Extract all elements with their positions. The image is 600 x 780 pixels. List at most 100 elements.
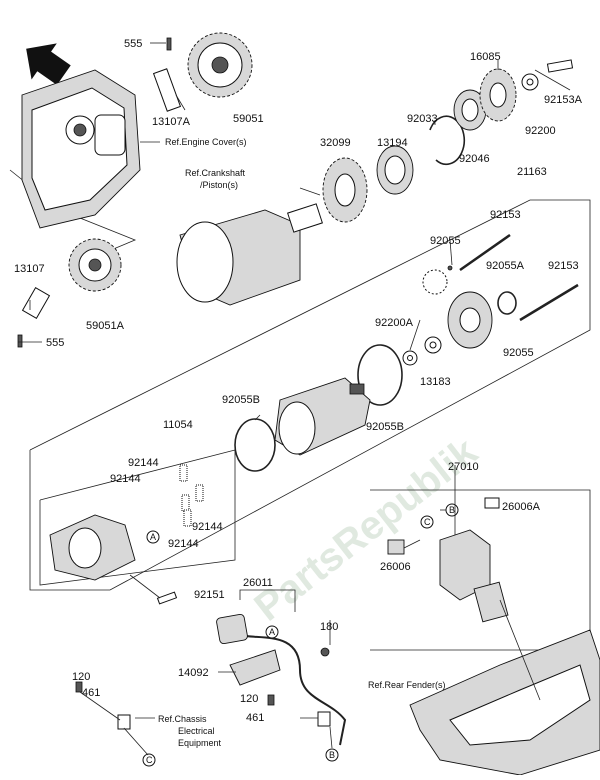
shaft-13107a <box>152 37 182 112</box>
callout-b-1: B <box>445 503 459 517</box>
starter-end-cover-21163 <box>447 291 493 349</box>
part-120-b: 120 <box>240 693 258 705</box>
o-ring-92055b-a <box>357 344 403 406</box>
shaft-13107 <box>17 287 51 348</box>
engine-cover <box>21 69 141 229</box>
terminal-461-a <box>117 714 131 730</box>
part-92153-b: 92153 <box>548 260 579 272</box>
circlip-92033 <box>429 115 466 166</box>
front-direction-arrow-icon <box>26 43 71 86</box>
svg-text:B: B <box>449 505 455 515</box>
part-92153a: 92153A <box>544 94 583 106</box>
part-26011: 26011 <box>243 577 273 589</box>
part-32099: 32099 <box>320 137 351 149</box>
gear-59051a <box>68 238 122 292</box>
through-bolt-92153-a <box>459 233 511 272</box>
bolt-92151 <box>156 591 178 605</box>
bolt-180 <box>320 647 330 657</box>
part-92055-a: 92055 <box>430 235 461 247</box>
part-92055b-right: 92055B <box>366 421 404 433</box>
callout-c-2: C <box>142 753 156 767</box>
part-92033: 92033 <box>407 113 438 125</box>
bolt-120-b <box>267 694 275 706</box>
part-14092: 14092 <box>178 667 209 679</box>
o-ring-92055a <box>497 291 517 315</box>
part-92144-3: 92144 <box>192 521 223 533</box>
bolt-120-a <box>75 681 83 693</box>
crankshaft <box>176 203 323 306</box>
ref-chassis-line2: Electrical <box>178 726 215 736</box>
leader-lines <box>18 42 571 756</box>
part-13183: 13183 <box>420 376 451 388</box>
part-27010: 27010 <box>448 461 479 473</box>
washer-92200a <box>402 350 418 366</box>
small-gear-92055 <box>422 265 453 295</box>
part-59051a: 59051A <box>86 320 125 332</box>
ref-rear-fender: Ref.Rear Fender(s) <box>368 680 446 690</box>
part-16085: 16085 <box>470 51 501 63</box>
svg-text:A: A <box>269 627 275 637</box>
brush-holder-11054 <box>49 514 136 581</box>
part-92200: 92200 <box>525 125 556 137</box>
part-92144-4: 92144 <box>168 538 199 550</box>
part-461-b: 461 <box>246 712 264 724</box>
part-26006: 26006 <box>380 561 411 573</box>
part-555-top: 555 <box>124 38 142 50</box>
bolt-92153a <box>546 59 574 73</box>
callout-b-2: B <box>325 748 339 762</box>
spring-92144-group <box>179 464 204 527</box>
part-13107: 13107 <box>14 263 45 275</box>
cover-14092 <box>229 649 281 686</box>
part-59051: 59051 <box>233 113 264 125</box>
svg-text:C: C <box>424 517 431 527</box>
part-92153-a: 92153 <box>490 209 521 221</box>
ref-chassis-line1: Ref.Chassis <box>158 714 207 724</box>
part-13107a: 13107A <box>152 116 191 128</box>
svg-text:C: C <box>146 755 153 765</box>
svg-text:A: A <box>150 532 156 542</box>
one-way-clutch-13194 <box>376 145 414 195</box>
relay-group-outline <box>370 489 591 651</box>
leader-92151 <box>129 574 161 599</box>
gear-59051 <box>187 32 253 98</box>
part-92046: 92046 <box>459 153 490 165</box>
part-92055-b: 92055 <box>503 347 534 359</box>
part-92144-2: 92144 <box>110 473 141 485</box>
part-11054: 11054 <box>163 419 193 431</box>
washer-92200 <box>521 73 539 91</box>
part-92144-1: 92144 <box>128 457 159 469</box>
part-555-bottom: 555 <box>46 337 64 349</box>
svg-text:B: B <box>329 750 335 760</box>
o-ring-92055b-b <box>234 418 276 472</box>
ref-chassis-line3: Equipment <box>178 738 222 748</box>
needle-bearing-92046 <box>453 89 487 131</box>
part-92055b-left: 92055B <box>222 394 260 406</box>
part-21163: 21163 <box>517 166 547 178</box>
ref-engine-cover: Ref.Engine Cover(s) <box>165 137 247 147</box>
ref-crankshaft-line2: /Piston(s) <box>200 180 238 190</box>
part-26006a: 26006A <box>502 501 541 513</box>
fuse-26006a <box>484 497 500 509</box>
ref-crankshaft-line1: Ref.Crankshaft <box>185 168 246 178</box>
starter-cable-26011 <box>216 589 347 746</box>
through-bolt-92153-b <box>519 283 579 322</box>
part-461-a: 461 <box>82 687 100 699</box>
starter-motor-body <box>274 377 371 456</box>
idle-gear-16085 <box>479 68 517 122</box>
part-92055a: 92055A <box>486 260 525 272</box>
fender-leader <box>499 599 541 701</box>
starter-group-outline <box>29 199 591 591</box>
part-120-a: 120 <box>72 671 90 683</box>
callout-c-1: C <box>420 515 434 529</box>
callout-a-1: A <box>146 530 160 544</box>
fuse-26006 <box>387 539 405 555</box>
washer-13183 <box>424 336 442 354</box>
callout-a-2: A <box>265 625 279 639</box>
rear-fender <box>409 629 600 776</box>
starter-relay-27010 <box>439 529 509 623</box>
watermark: PartsRepublik <box>246 429 486 630</box>
terminal-461-b <box>317 711 331 727</box>
gear-32099 <box>322 157 368 223</box>
